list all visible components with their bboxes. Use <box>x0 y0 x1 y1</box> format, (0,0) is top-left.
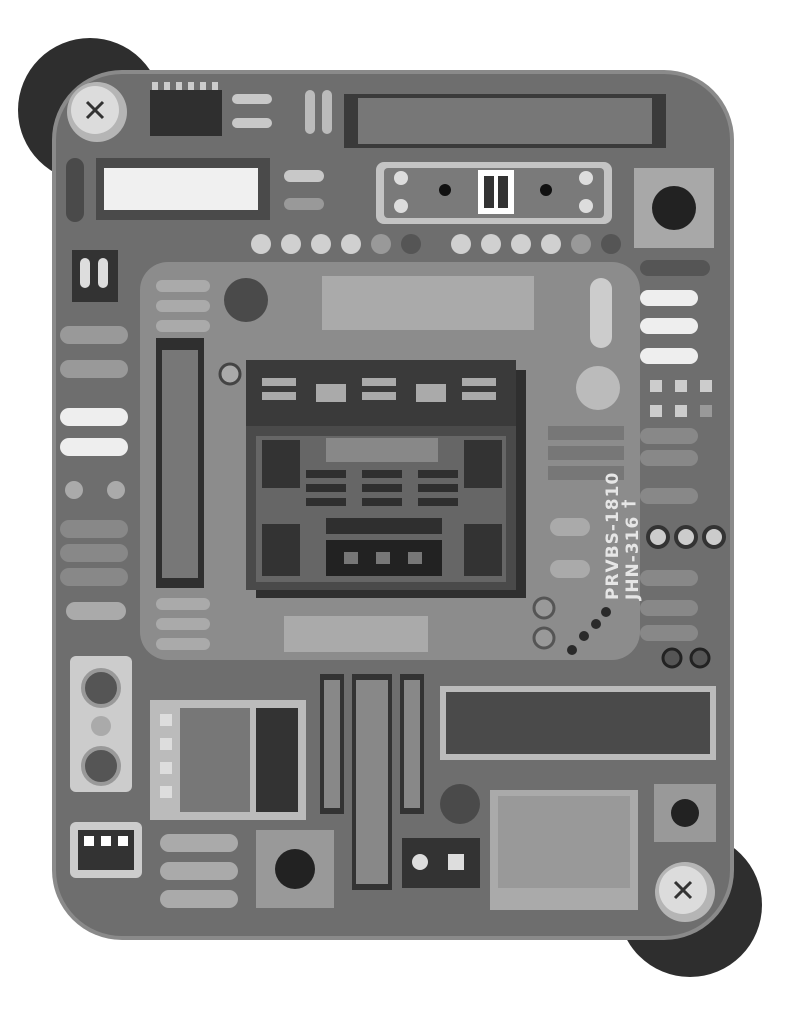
switch-module <box>376 162 612 224</box>
top-connector-strip <box>344 94 666 148</box>
board-label-line2: JHN-316 <box>623 516 643 601</box>
connector-block <box>150 700 306 820</box>
inner-dots <box>567 607 611 655</box>
led-row <box>251 234 621 254</box>
inner-left-bars <box>156 280 210 650</box>
resistors-top <box>232 94 324 210</box>
bottom-left-switch <box>70 822 142 878</box>
eprom-chip <box>96 158 270 220</box>
right-resistors <box>640 260 726 669</box>
dark-disc-bottom <box>440 784 480 824</box>
grid-module <box>490 790 638 910</box>
push-button-top-right <box>634 168 714 248</box>
push-button-bottom <box>256 830 334 908</box>
left-slider <box>66 158 84 222</box>
inner-left-header <box>156 338 204 588</box>
push-button-bottom-right <box>654 784 716 842</box>
dip-chip-bottom <box>440 686 716 760</box>
dip-switch-left <box>72 250 118 302</box>
inner-footer-pins <box>284 616 428 652</box>
inner-pads <box>218 362 590 650</box>
board-label: PRVBS-1810 JHN-316 † <box>603 472 643 601</box>
board-label-line1: PRVBS-1810 <box>603 472 623 600</box>
crystal <box>590 278 612 348</box>
capacitor-pair <box>305 90 332 134</box>
inner-dark-disc <box>224 278 268 322</box>
vertical-headers <box>320 674 424 890</box>
screw-top-left <box>67 82 127 142</box>
inner-light-disc <box>576 366 620 410</box>
main-processor <box>246 360 526 598</box>
top-chip <box>150 82 222 136</box>
potentiometer-module <box>70 656 132 792</box>
inner-header-pins <box>322 276 534 330</box>
inner-small-headers <box>548 426 624 480</box>
small-switch <box>402 838 480 888</box>
cross-mark: † <box>619 499 639 509</box>
left-resistors <box>60 326 128 620</box>
bottom-bars <box>160 834 238 908</box>
screw-bottom-right <box>655 862 715 922</box>
